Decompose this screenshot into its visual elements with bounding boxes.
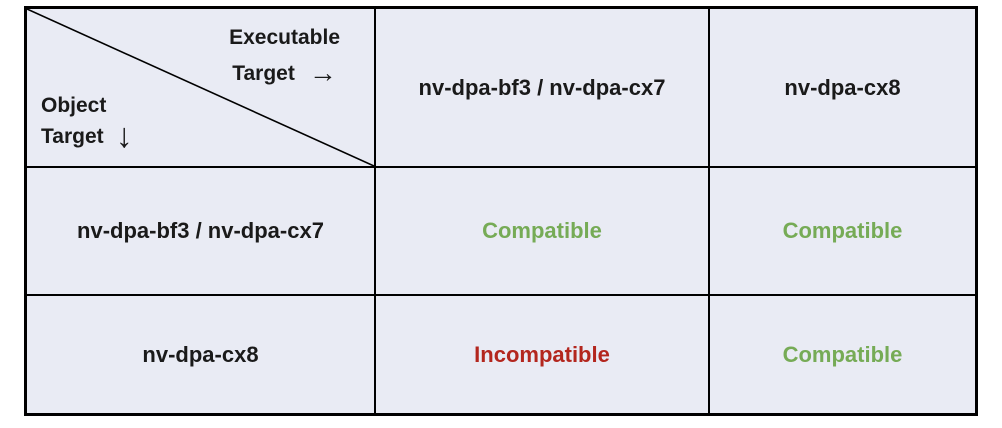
column-axis-line1: Executable: [229, 26, 340, 49]
diagonal-divider-line: [27, 9, 374, 166]
row-axis-line1: Object: [41, 94, 107, 118]
compatibility-table: Executable Target→ Object Target↓ nv-dpa…: [24, 6, 978, 416]
status-cell-bf3cx7-vs-cx8: Compatible: [710, 168, 975, 296]
row-header-bf3-cx7: nv-dpa-bf3 / nv-dpa-cx7: [27, 168, 376, 296]
column-header-cx8: nv-dpa-cx8: [710, 9, 975, 168]
corner-header-cell: Executable Target→ Object Target↓: [27, 9, 376, 168]
right-arrow-icon: →: [308, 57, 337, 89]
row-axis-line2: Target↓: [41, 116, 133, 155]
column-header-bf3-cx7: nv-dpa-bf3 / nv-dpa-cx7: [376, 9, 710, 168]
row-axis-label: Object Target↓: [41, 91, 133, 152]
row-header-cx8: nv-dpa-cx8: [27, 296, 376, 413]
status-cell-cx8-vs-bf3cx7: Incompatible: [376, 296, 710, 413]
column-axis-line2: Target→: [229, 53, 340, 94]
status-cell-cx8-vs-cx8: Compatible: [710, 296, 975, 413]
column-axis-label: Executable Target→: [229, 23, 340, 94]
status-cell-bf3cx7-vs-bf3cx7: Compatible: [376, 168, 710, 296]
